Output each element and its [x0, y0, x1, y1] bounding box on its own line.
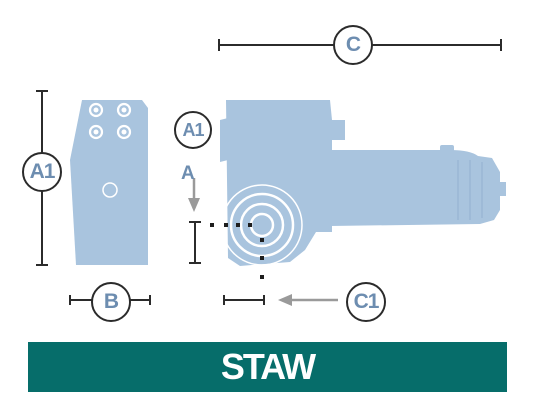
model-name: STAW [220, 346, 316, 387]
pointer-arrows [188, 178, 338, 306]
dimension-label-c: C [333, 25, 373, 65]
dimension-label-a1-left: A1 [22, 152, 62, 192]
model-banner: STAW [28, 342, 507, 392]
motor-fin-lines [457, 160, 483, 220]
dimension-label-c1: C1 [346, 282, 386, 322]
center-line-dots [210, 223, 264, 279]
dimension-label-b: B [91, 282, 131, 322]
side-view-bolt-holes [88, 102, 132, 140]
dimension-label-a1-center: A1 [174, 111, 212, 149]
output-shaft-center [258, 221, 266, 229]
side-view-shaft-hole [102, 182, 118, 198]
dimension-label-a: A [181, 163, 195, 184]
